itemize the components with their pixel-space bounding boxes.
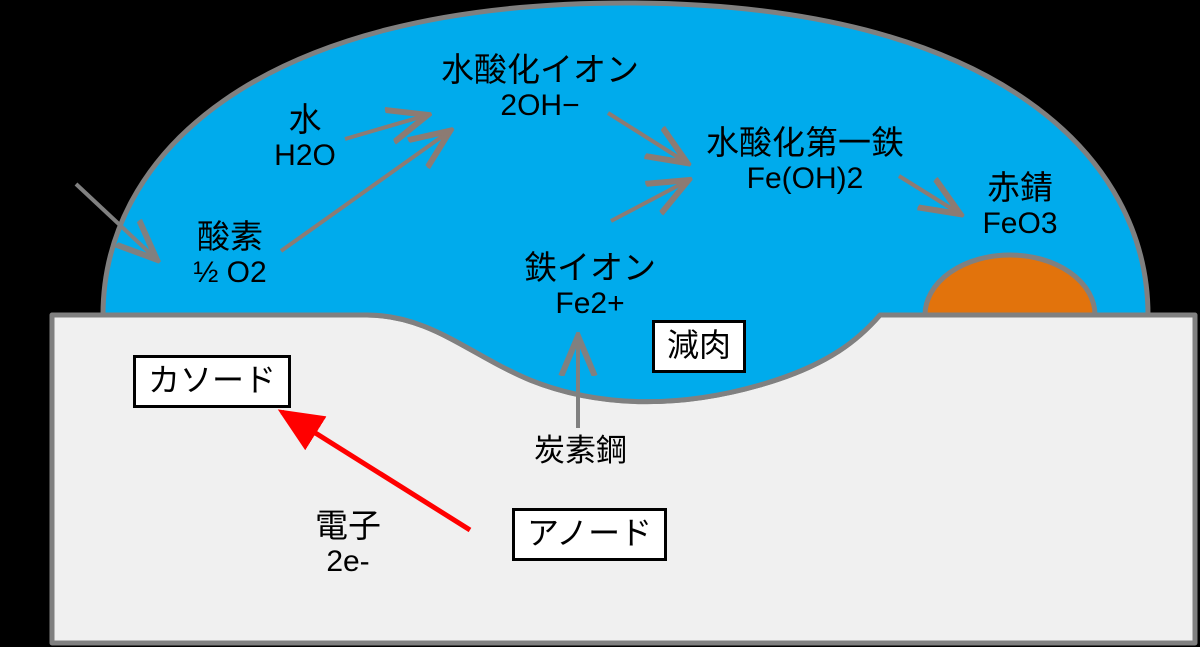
label-carbon-steel: 炭素鋼 [508, 433, 653, 469]
red-rust-deposit [922, 252, 1098, 318]
label-iron-ion: 鉄イオン Fe2+ [510, 249, 670, 321]
ferrous-hydroxide-name: 水酸化第一鉄 [706, 124, 904, 161]
iron-ion-name: 鉄イオン [524, 249, 656, 286]
water-droplet [100, 0, 1151, 405]
electron-flow-arrow [277, 409, 472, 533]
water-name: 水 [288, 101, 322, 138]
label-ferrous-hydroxide: 水酸化第一鉄 Fe(OH)2 [690, 124, 920, 196]
ferrous-hydroxide-formula: Fe(OH)2 [746, 161, 864, 195]
carbon-steel-name: 炭素鋼 [534, 433, 627, 468]
hydroxide-ion-name: 水酸化イオン [441, 51, 639, 88]
box-cathode: カソード [133, 355, 292, 408]
label-electron: 電子 2e- [288, 507, 408, 579]
hydroxide-ion-formula: 2OH− [500, 88, 580, 122]
iron-ion-to-ferrous-hydroxide-arrow [610, 182, 685, 223]
water-to-hydroxide-arrow [344, 116, 424, 139]
label-hydroxide-ion: 水酸化イオン 2OH− [435, 51, 645, 123]
box-anode: アノード [512, 508, 668, 561]
box-wall-thinning: 減肉 [652, 320, 747, 373]
oxygen-inflow-arrow [74, 182, 154, 257]
label-red-rust: 赤錆 FeO3 [960, 169, 1080, 241]
hydroxide-to-ferrous-hydroxide-arrow [606, 111, 684, 161]
red-rust-formula: FeO3 [982, 206, 1058, 240]
label-water: 水 H2O [250, 101, 360, 173]
oxygen-formula: ½ O2 [193, 255, 267, 289]
iron-ion-formula: Fe2+ [555, 286, 625, 320]
electron-formula: 2e- [326, 544, 370, 578]
oxygen-name: 酸素 [197, 218, 263, 255]
red-rust-name: 赤錆 [987, 169, 1053, 206]
electron-name: 電子 [315, 507, 381, 544]
ferrous-hydroxide-to-rust-arrow [897, 174, 957, 212]
label-oxygen: 酸素 ½ O2 [165, 218, 295, 290]
water-formula: H2O [274, 138, 336, 172]
oxygen-to-hydroxide-arrow [279, 133, 447, 253]
